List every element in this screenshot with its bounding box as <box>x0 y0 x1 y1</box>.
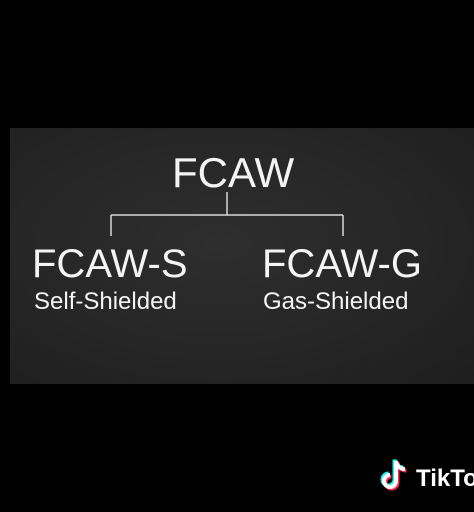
tiktok-logo-icon <box>378 458 412 499</box>
right-branch-title: FCAW-G <box>262 242 422 286</box>
chalkboard <box>10 128 474 384</box>
left-branch-subtitle: Self-Shielded <box>34 288 177 315</box>
tiktok-brand-text: TikTok <box>416 464 474 492</box>
tiktok-watermark: TikTok <box>378 458 474 499</box>
root-node-label: FCAW <box>172 149 295 196</box>
cropped-handle-text <box>370 505 474 512</box>
left-branch-title: FCAW-S <box>32 242 188 286</box>
right-branch-subtitle: Gas-Shielded <box>263 288 409 315</box>
